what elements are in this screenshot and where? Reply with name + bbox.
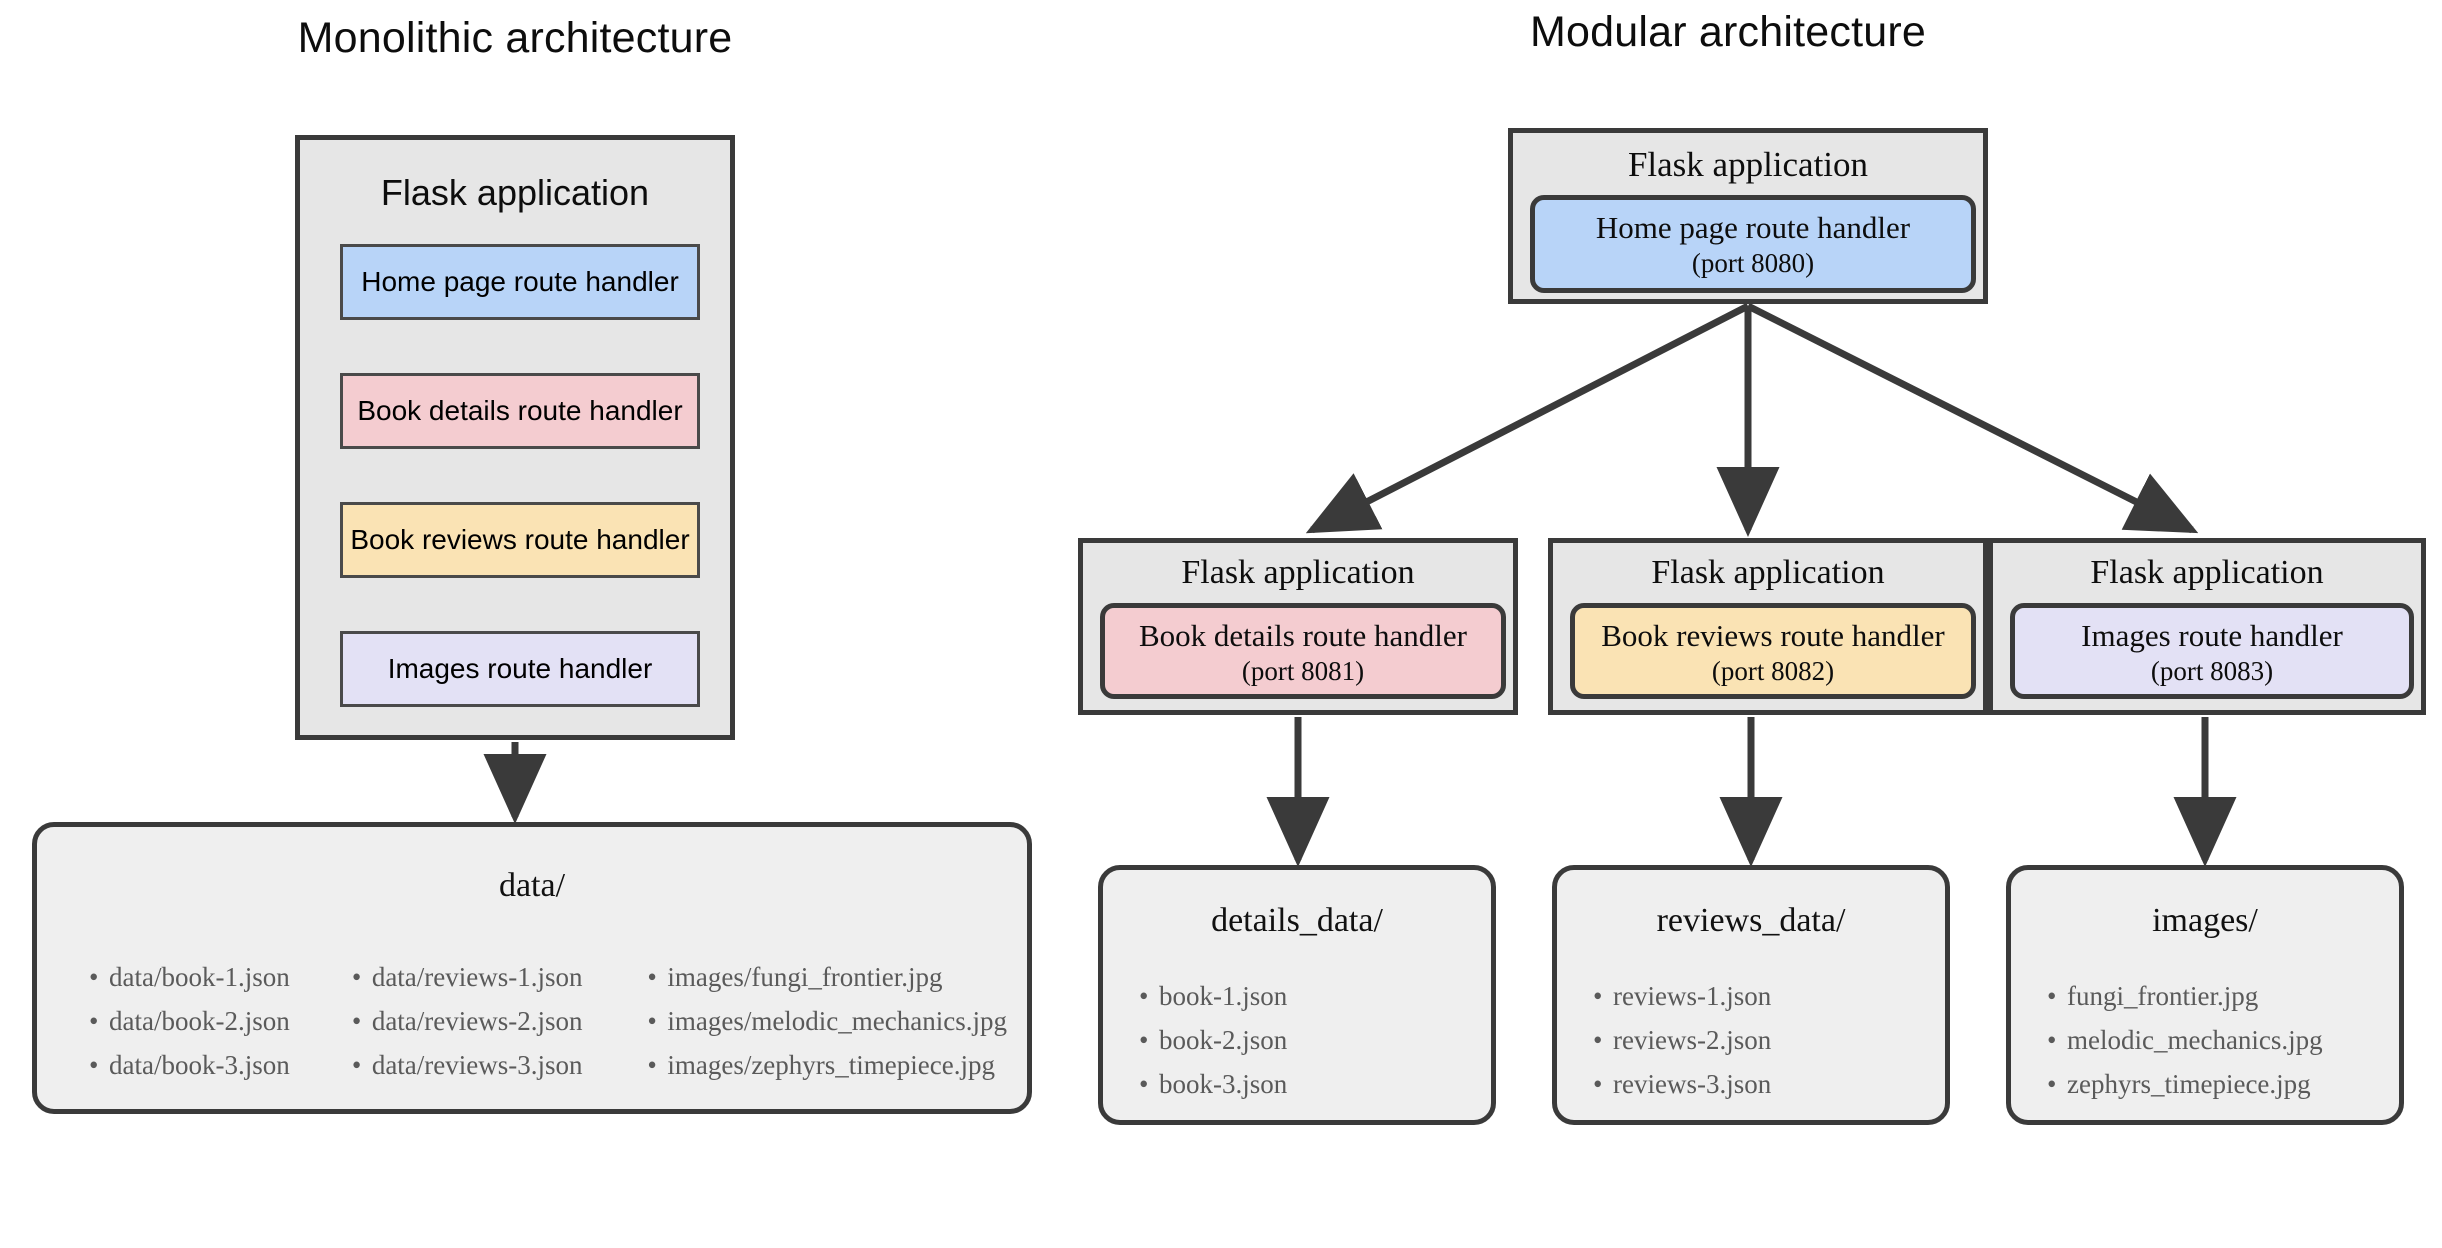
- file-list: book-1.jsonbook-2.jsonbook-3.json: [1139, 974, 1491, 1106]
- handler-port: (port 8080): [1691, 248, 1815, 278]
- arrow-root-to-images: [1746, 302, 2199, 534]
- file-item: zephyrs_timepiece.jpg: [2047, 1062, 2399, 1106]
- arrow-root-to-details: [1305, 302, 1750, 534]
- file-item: data/book-3.json: [89, 1043, 352, 1087]
- data-folder-title: images/: [2152, 902, 2258, 939]
- monolithic-data-title: data/: [498, 867, 566, 904]
- file-item: images/zephyrs_timepiece.jpg: [647, 1043, 1007, 1087]
- file-item: book-1.json: [1139, 974, 1491, 1018]
- monolithic-flask-application[interactable]: Flask application Home page route handle…: [295, 135, 735, 740]
- file-item: data/book-1.json: [89, 955, 352, 999]
- service-app-title: Flask application: [1651, 554, 1885, 591]
- file-list-column: images/fungi_frontier.jpgimages/melodic_…: [647, 955, 1007, 1087]
- handler-port: (port 8082): [1711, 656, 1835, 686]
- file-item: data/reviews-3.json: [352, 1043, 648, 1087]
- handler-label: Book reviews route handler: [1601, 618, 1945, 653]
- handler-port: (port 8083): [2150, 656, 2274, 686]
- monolithic-data-folder[interactable]: data/ data/book-1.jsondata/book-2.jsonda…: [32, 822, 1032, 1114]
- modular-service-book-details[interactable]: Flask application Book details route han…: [1078, 538, 1518, 715]
- monolithic-title: Monolithic architecture: [297, 14, 733, 62]
- file-list: fungi_frontier.jpgmelodic_mechanics.jpgz…: [2047, 974, 2399, 1106]
- file-list-column: data/book-1.jsondata/book-2.jsondata/boo…: [89, 955, 352, 1087]
- file-item: reviews-2.json: [1593, 1018, 1945, 1062]
- handler-port: (port 8081): [1241, 656, 1365, 686]
- handler-home-page[interactable]: Home page route handler (port 8080): [1530, 195, 1976, 293]
- file-item: melodic_mechanics.jpg: [2047, 1018, 2399, 1062]
- handler-label: Home page route handler: [1595, 210, 1911, 245]
- monolithic-data-columns: data/book-1.jsondata/book-2.jsondata/boo…: [89, 955, 1007, 1087]
- file-item: reviews-3.json: [1593, 1062, 1945, 1106]
- handler-book-details[interactable]: Book details route handler (port 8081): [1100, 603, 1506, 699]
- file-item: fungi_frontier.jpg: [2047, 974, 2399, 1018]
- modular-root-flask-application[interactable]: Flask application Home page route handle…: [1508, 128, 1988, 304]
- file-item: images/fungi_frontier.jpg: [647, 955, 1007, 999]
- file-item: images/melodic_mechanics.jpg: [647, 999, 1007, 1043]
- file-list-column: data/reviews-1.jsondata/reviews-2.jsonda…: [352, 955, 648, 1087]
- service-app-title: Flask application: [2090, 554, 2324, 591]
- details-data-folder[interactable]: details_data/ book-1.jsonbook-2.jsonbook…: [1098, 865, 1496, 1125]
- modular-service-book-reviews[interactable]: Flask application Book reviews route han…: [1548, 538, 1988, 715]
- handler-images[interactable]: Images route handler: [340, 631, 700, 707]
- file-list: reviews-1.jsonreviews-2.jsonreviews-3.js…: [1593, 974, 1945, 1106]
- modular-service-images[interactable]: Flask application Images route handler (…: [1988, 538, 2426, 715]
- service-app-title: Flask application: [1181, 554, 1415, 591]
- data-folder-title: details_data/: [1211, 902, 1383, 939]
- file-item: book-2.json: [1139, 1018, 1491, 1062]
- file-item: data/book-2.json: [89, 999, 352, 1043]
- modular-title: Modular architecture: [1530, 8, 1926, 56]
- handler-book-details[interactable]: Book details route handler: [340, 373, 700, 449]
- file-item: data/reviews-1.json: [352, 955, 648, 999]
- reviews-data-folder[interactable]: reviews_data/ reviews-1.jsonreviews-2.js…: [1552, 865, 1950, 1125]
- handler-images[interactable]: Images route handler (port 8083): [2010, 603, 2414, 699]
- images-data-folder[interactable]: images/ fungi_frontier.jpgmelodic_mechan…: [2006, 865, 2404, 1125]
- file-item: data/reviews-2.json: [352, 999, 648, 1043]
- handler-label: Book details route handler: [1139, 618, 1467, 653]
- monolithic-app-title: Flask application: [380, 172, 650, 213]
- handler-book-reviews[interactable]: Book reviews route handler (port 8082): [1570, 603, 1976, 699]
- handler-label: Images route handler: [2081, 618, 2343, 653]
- file-item: book-3.json: [1139, 1062, 1491, 1106]
- file-item: reviews-1.json: [1593, 974, 1945, 1018]
- handler-book-reviews[interactable]: Book reviews route handler: [340, 502, 700, 578]
- data-folder-title: reviews_data/: [1656, 902, 1846, 939]
- handler-home-page[interactable]: Home page route handler: [340, 244, 700, 320]
- modular-root-app-title: Flask application: [1627, 145, 1869, 184]
